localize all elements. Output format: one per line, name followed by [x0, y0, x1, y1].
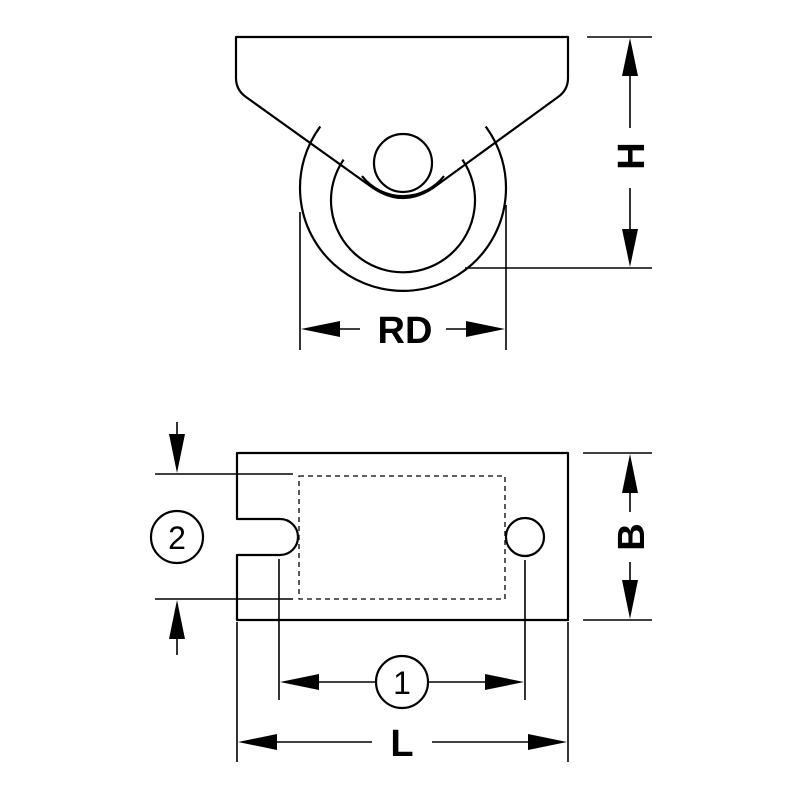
- mounting-plate: [235, 451, 570, 622]
- width-label: B: [611, 523, 653, 550]
- dimension-height: H: [465, 36, 653, 269]
- top-view: [235, 451, 570, 700]
- slot-offset-label: 2: [168, 520, 186, 556]
- slot-offset-callout: [149, 509, 205, 565]
- hole-spacing-label: 1: [393, 665, 411, 701]
- wheel-outer: [298, 125, 508, 292]
- dimension-width: B: [583, 452, 653, 621]
- dimension-slot-offset: 2: [149, 422, 293, 655]
- wheel-outline-hidden: [298, 475, 506, 600]
- height-label: H: [611, 142, 653, 169]
- mounting-hole: [504, 516, 546, 558]
- dimension-length: L: [236, 622, 569, 765]
- wheel-hub-ring: [361, 175, 445, 198]
- length-label: L: [390, 723, 413, 765]
- dimension-wheel-diameter: RD: [299, 205, 507, 352]
- wheel-diameter-label: RD: [378, 310, 433, 352]
- axle: [372, 132, 434, 194]
- side-view: [234, 35, 570, 292]
- mounting-bracket: [234, 35, 570, 199]
- hole-spacing-callout: [374, 654, 430, 710]
- dimension-hole-spacing: 1: [280, 654, 524, 710]
- wheel-tyre-ring: [329, 158, 477, 274]
